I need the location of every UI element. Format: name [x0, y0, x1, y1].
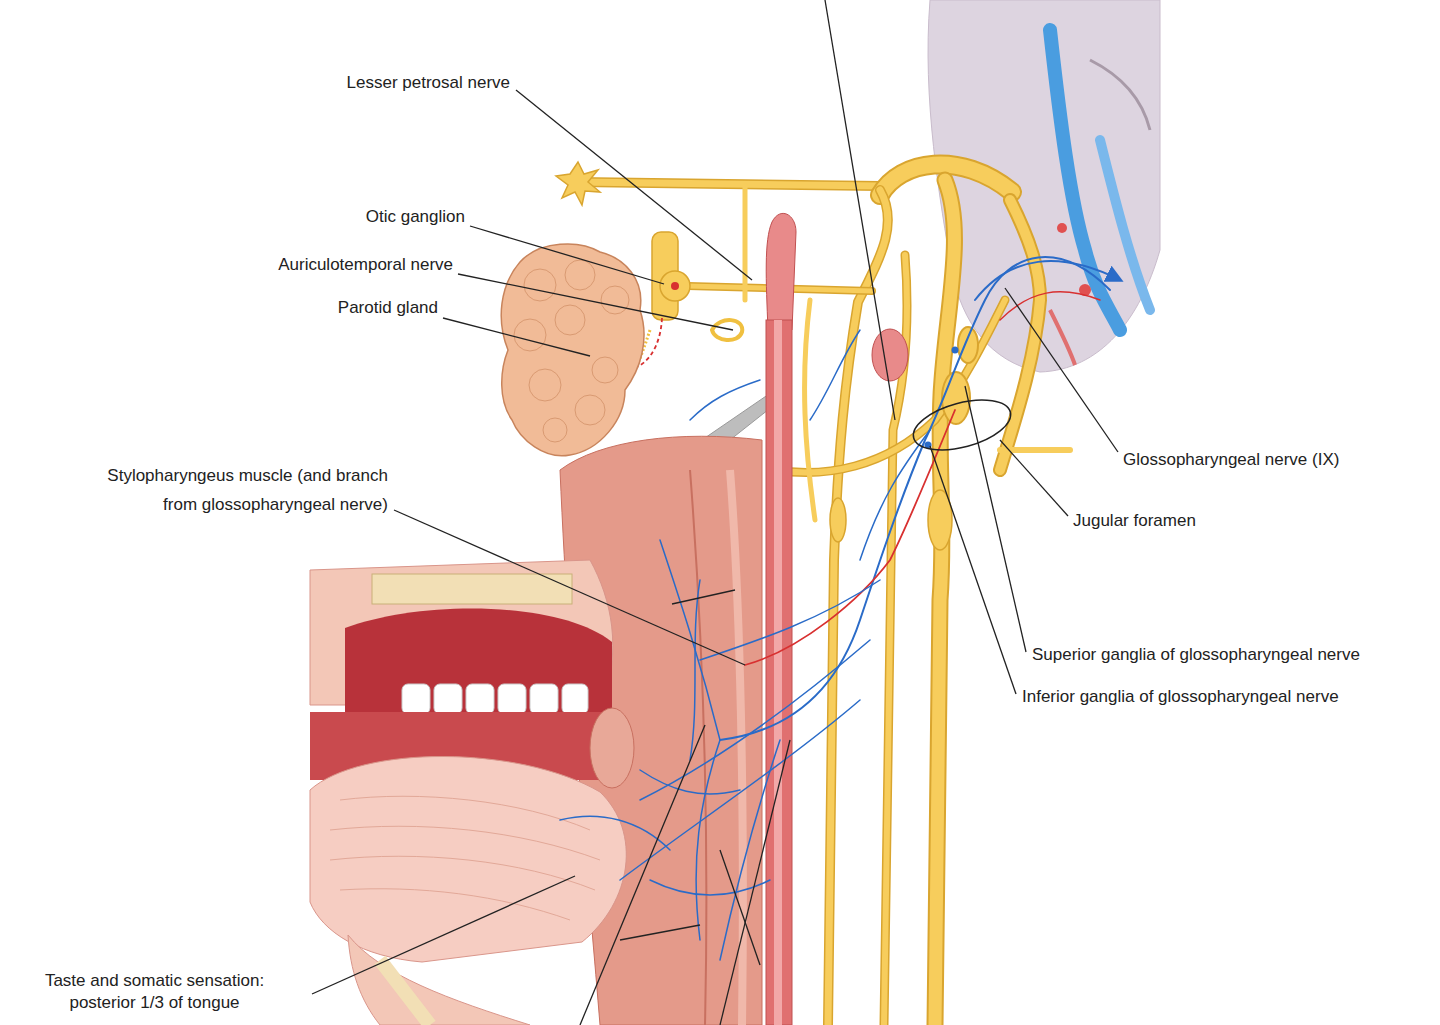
- ganglion: [556, 162, 600, 205]
- part-label: Jugular foramen: [1073, 510, 1196, 532]
- part-label: Lesser petrosal nerve: [347, 72, 510, 94]
- part-label: Auriculotemporal nerve: [278, 254, 453, 276]
- part-label: Superior ganglia of glossopharyngeal ner…: [1032, 644, 1360, 666]
- part-label: Glossopharyngeal nerve (IX): [1123, 449, 1339, 471]
- part-label: Inferior ganglia of glossopharyngeal ner…: [1022, 686, 1339, 708]
- part-label: Stylopharyngeus muscle (and branch from …: [81, 461, 388, 519]
- nerve-fibers: [560, 257, 1120, 960]
- part-label: Parotid gland: [338, 297, 438, 319]
- artery: [766, 213, 908, 1025]
- part-label: Taste and somatic sensation: posterior 1…: [28, 970, 281, 1014]
- leader-lines: [312, 0, 1118, 1025]
- oral-cavity: [310, 436, 762, 1025]
- part-label: Otic ganglion: [366, 206, 465, 228]
- parotid-gland: [501, 244, 644, 456]
